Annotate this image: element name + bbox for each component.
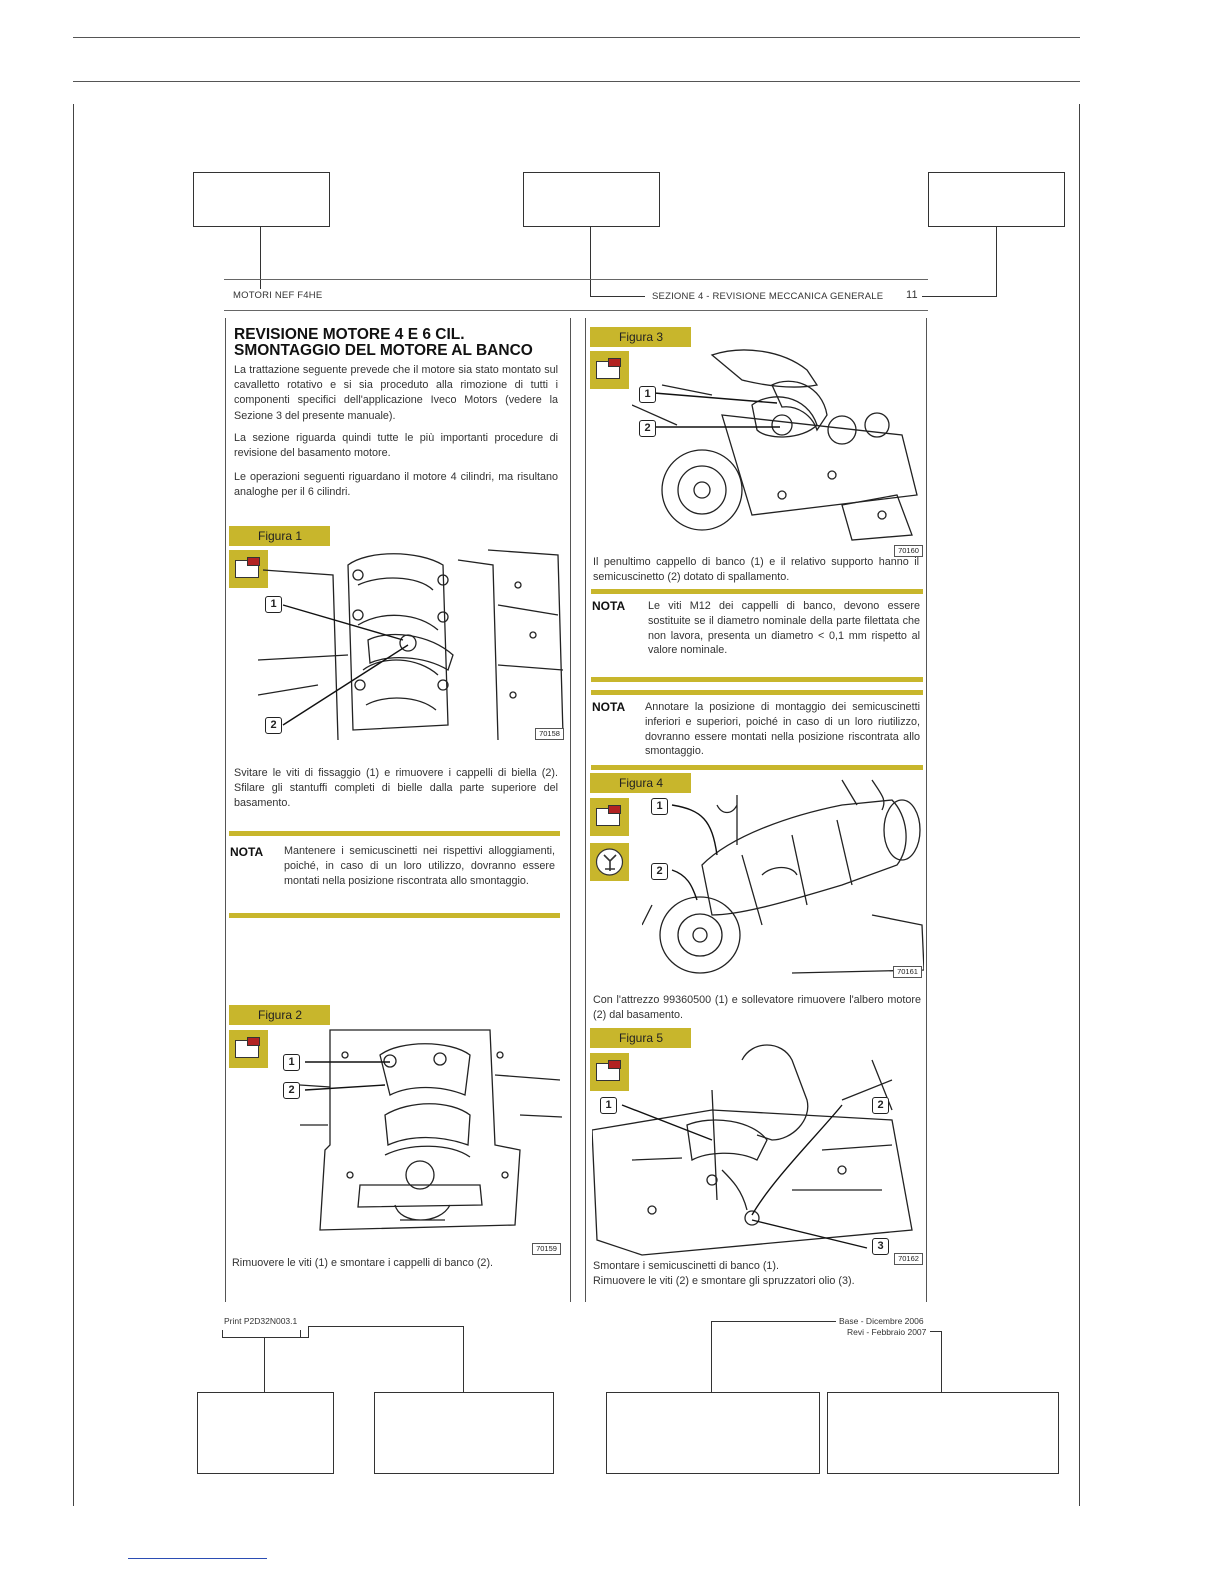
section-icon [229, 1030, 268, 1068]
figure-5-caption-line-1: Smontare i semicuscinetti di banco (1). [593, 1260, 780, 1272]
tool-icon [590, 843, 629, 881]
leader-line [308, 1326, 464, 1327]
leader-line [941, 1331, 942, 1393]
leader-line [590, 296, 645, 297]
base-date: Base - Dicembre 2006 [839, 1316, 924, 1326]
section-title: REVISIONE MOTORE 4 E 6 CIL. SMONTAGGIO D… [234, 327, 533, 359]
intro-paragraph-3: Le operazioni seguenti riguardano il mot… [234, 471, 558, 499]
title-line-1: REVISIONE MOTORE 4 E 6 CIL. [234, 326, 465, 343]
figure-1-label: Figura 1 [229, 526, 330, 546]
leader-line [922, 296, 997, 297]
nota-bar-top [591, 690, 923, 695]
leader-line [930, 1331, 942, 1332]
leader-line [590, 226, 591, 296]
leader-line [300, 1330, 301, 1338]
figure-4-drawing [642, 779, 924, 974]
figure-4-code: 70161 [893, 966, 922, 978]
callout-number: 1 [639, 386, 656, 403]
wrench-icon [595, 848, 624, 876]
bottom-link-underline[interactable] [128, 1558, 267, 1559]
intro-paragraph-2: La sezione riguarda quindi tutte le più … [234, 432, 558, 460]
top-rule [73, 37, 1080, 38]
figure-2-caption: Rimuovere le viti (1) e smontare i cappe… [232, 1257, 494, 1269]
section-icon [590, 798, 629, 836]
callout-box-print-code [197, 1392, 334, 1474]
callout-box-print-version [374, 1392, 554, 1474]
page-header-rule [224, 279, 928, 280]
callout-number: 2 [651, 863, 668, 880]
nota-text: Mantenere i semicuscinetti nei rispettiv… [284, 845, 555, 887]
figure-3-code: 70160 [894, 545, 923, 557]
callout-number: 2 [283, 1082, 300, 1099]
figure-2-code: 70159 [532, 1243, 561, 1255]
leader-line [222, 1337, 308, 1338]
figure-4-caption: Con l'attrezzo 99360500 (1) e sollevator… [593, 994, 921, 1022]
left-frame-line [73, 104, 74, 1506]
callout-number: 2 [265, 717, 282, 734]
callout-number: 2 [639, 420, 656, 437]
nota-label: NOTA [592, 599, 626, 613]
header-left-text: MOTORI NEF F4HE [233, 290, 323, 301]
column-border-right [926, 318, 927, 1302]
figure-3-label: Figura 3 [590, 327, 691, 347]
revision-date: Revi - Febbraio 2007 [847, 1327, 927, 1337]
nota-text: Annotare la posizione di montaggio dei s… [645, 701, 920, 758]
figure-5-drawing [592, 1044, 913, 1256]
leader-line [222, 1330, 223, 1338]
callout-number: 1 [265, 596, 282, 613]
column-border-left [225, 318, 226, 1302]
figure-3-drawing [632, 349, 918, 541]
section-icon [590, 1053, 629, 1091]
nota-bar-bottom [229, 913, 560, 918]
title-line-2: SMONTAGGIO DEL MOTORE AL BANCO [234, 342, 533, 359]
figure-5-code: 70162 [894, 1253, 923, 1265]
figure-3-caption: Il penultimo cappello di banco (1) e il … [593, 556, 919, 584]
callout-box-header-left [193, 172, 330, 227]
nota-text: Le viti M12 dei cappelli di banco, devon… [648, 600, 920, 657]
section-icon [590, 351, 629, 389]
nota-label: NOTA [230, 845, 264, 859]
column-border-center-a [570, 318, 571, 1302]
callout-number: 1 [283, 1054, 300, 1071]
leader-line [260, 226, 261, 289]
figure-5-caption: Smontare i semicuscinetti di banco (1). … [593, 1259, 923, 1289]
column-border-center-b [585, 318, 586, 1302]
callout-box-page-number [928, 172, 1065, 227]
figure-5-label: Figura 5 [590, 1028, 691, 1048]
second-rule [73, 81, 1080, 82]
nota-bar-bottom [591, 677, 923, 682]
callout-box-header-center [523, 172, 660, 227]
leader-line [712, 1321, 836, 1322]
right-frame-line [1079, 104, 1080, 1506]
page-number: 11 [906, 289, 918, 301]
callout-number: 3 [872, 1238, 889, 1255]
callout-box-base-date [606, 1392, 820, 1474]
figure-1-caption: Svitare le viti di fissaggio (1) e rimuo… [234, 767, 558, 810]
nota-bar-top [591, 589, 923, 594]
figure-5-caption-line-2: Rimuovere le viti (2) e smontare gli spr… [593, 1275, 855, 1288]
figure-2-drawing [300, 1029, 562, 1231]
leader-line [264, 1338, 265, 1393]
section-icon [229, 550, 268, 588]
leader-line [996, 226, 997, 296]
figure-1-drawing [258, 549, 564, 741]
print-code: Print P2D32N003.1 [224, 1316, 298, 1326]
figure-4-label: Figura 4 [590, 773, 691, 793]
figure-2-label: Figura 2 [229, 1005, 330, 1025]
intro-paragraph-1: La trattazione seguente prevede che il m… [234, 364, 558, 422]
page-header-rule-bottom [224, 310, 928, 311]
figure-1-code: 70158 [535, 728, 564, 740]
callout-box-revision-date [827, 1392, 1059, 1474]
callout-number: 2 [872, 1097, 889, 1114]
callout-number: 1 [600, 1097, 617, 1114]
nota-bar-top [229, 831, 560, 836]
callout-number: 1 [651, 798, 668, 815]
header-center-text: SEZIONE 4 - REVISIONE MECCANICA GENERALE [652, 291, 884, 302]
leader-line [463, 1326, 464, 1393]
nota-label: NOTA [592, 700, 626, 714]
leader-line [308, 1326, 309, 1338]
nota-bar-bottom [591, 765, 923, 770]
leader-line [711, 1321, 712, 1393]
